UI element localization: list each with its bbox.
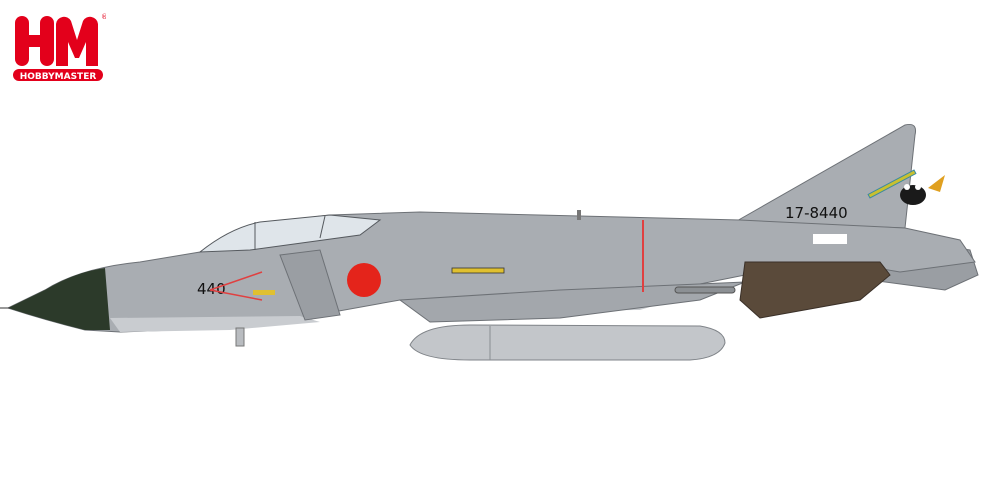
hobbymaster-logo: HOBBYMASTER ® [13,13,106,82]
wing [398,281,746,323]
radome [8,268,110,330]
squadron-insignia [900,175,945,205]
tail-fin [733,124,916,229]
nose-gear [235,327,245,347]
tail-code: 17-8440 [785,204,848,222]
hinomaru-roundel [347,263,381,297]
canopy [198,214,382,253]
exhaust [739,261,891,319]
logo-registered: ® [101,13,106,21]
fuel-tank [409,324,726,361]
air-intake [279,249,341,321]
missile [674,286,736,294]
logo-brand: HOBBYMASTER [20,72,97,82]
